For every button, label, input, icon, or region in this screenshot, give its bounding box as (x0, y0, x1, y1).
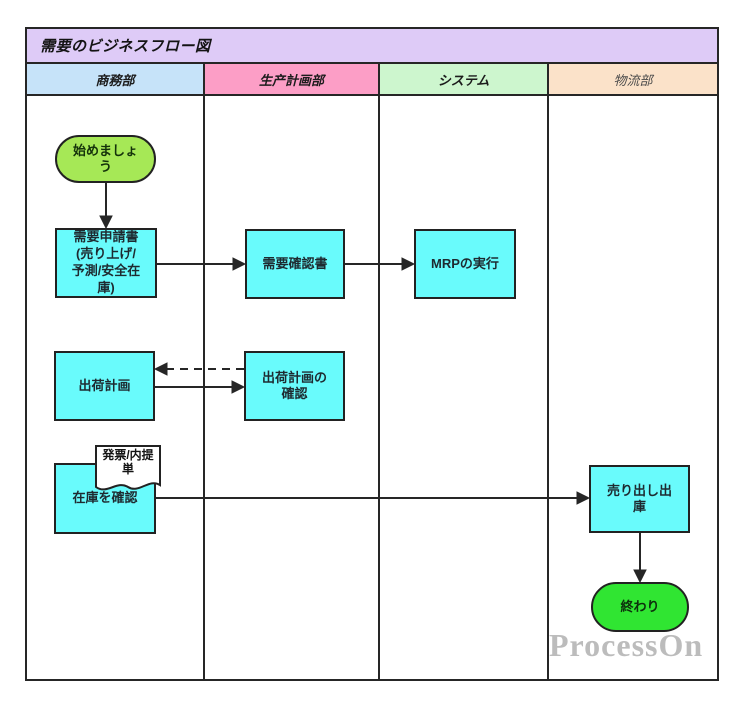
node-sales-outbound[interactable]: 売り出し出 庫 (589, 465, 690, 533)
connector-start-to-demand-request[interactable] (99, 183, 113, 230)
document-label: 発票/内提 単 (102, 448, 154, 477)
lane-header-logistics-dept[interactable]: 物流部 (547, 62, 719, 96)
lane-header-production-planning-dept[interactable]: 生产計画部 (203, 62, 380, 96)
node-shipping-plan-confirm[interactable]: 出荷計画の 確認 (244, 351, 345, 421)
document-shape-icon (95, 445, 161, 491)
node-demand-confirm[interactable]: 需要確認書 (245, 229, 345, 299)
node-invoice-document[interactable]: 発票/内提 単 (95, 445, 161, 497)
diagram-title-bar: 需要のビジネスフロー図 (25, 27, 719, 64)
connector-sales-outbound-to-end[interactable] (633, 533, 647, 584)
lane-header-system[interactable]: システム (378, 62, 549, 96)
node-mrp-run[interactable]: MRPの実行 (414, 229, 516, 299)
diagram-title: 需要のビジネスフロー図 (40, 38, 211, 55)
lane-divider-3 (547, 94, 549, 681)
connector-demand-confirm-to-mrp[interactable] (345, 257, 416, 271)
connector-shipping-plan-to-shipping-plan-confirm[interactable] (155, 380, 246, 394)
connector-shipping-plan-confirm-to-shipping-plan[interactable] (153, 362, 244, 376)
node-start[interactable]: 始めましょ う (55, 135, 156, 183)
node-end[interactable]: 終わり (591, 582, 689, 632)
node-shipping-plan[interactable]: 出荷計画 (54, 351, 155, 421)
node-demand-request[interactable]: 需要申請書 (売り上げ/ 予測/安全在 庫) (55, 228, 157, 298)
lane-divider-2 (378, 94, 380, 681)
connector-check-inventory-to-sales-outbound[interactable] (156, 491, 591, 505)
processon-watermark: ProcessOn (549, 627, 704, 663)
connector-demand-request-to-demand-confirm[interactable] (157, 257, 247, 271)
